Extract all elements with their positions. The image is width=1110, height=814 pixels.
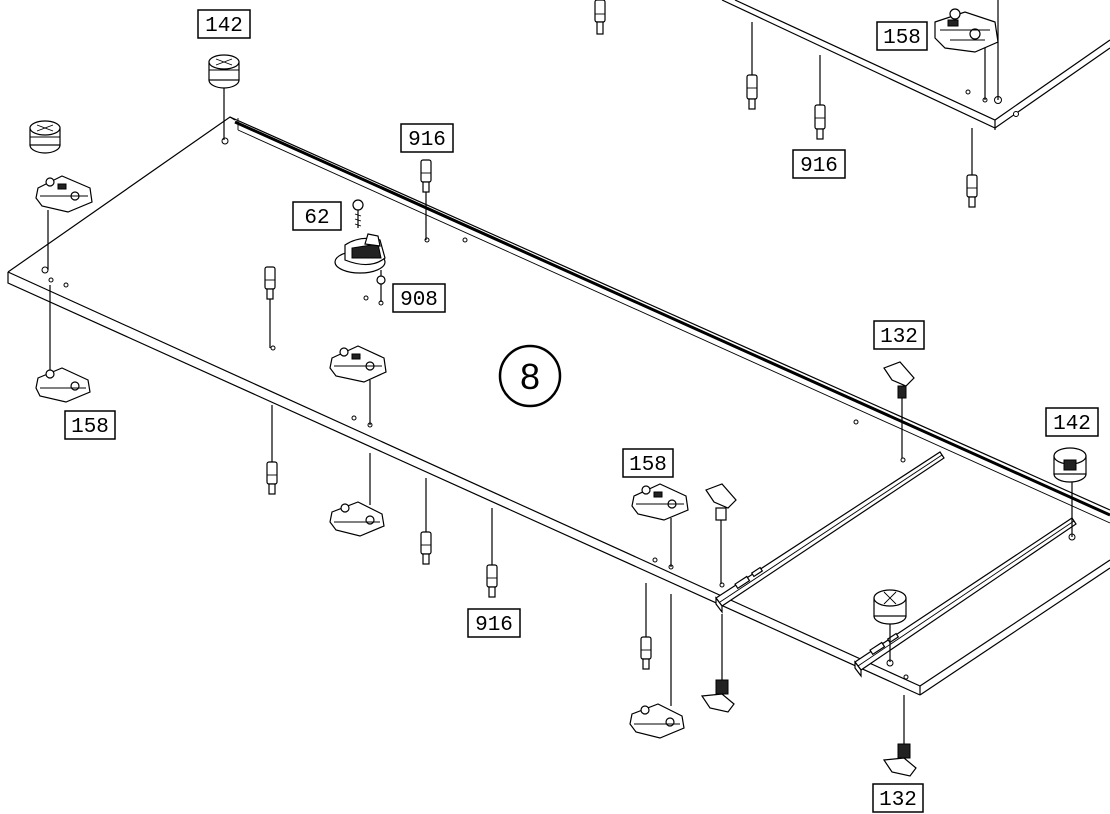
step-number-badge: 8 <box>498 344 562 408</box>
part-label-132-bottom: 132 <box>872 783 924 813</box>
holes <box>41 137 1076 680</box>
hinge-plate-158 <box>329 453 385 537</box>
part-label-62: 62 <box>292 201 342 231</box>
shelf-support-132 <box>705 483 737 584</box>
dowel-916 <box>640 583 652 670</box>
hinge-plate-158 <box>629 594 685 739</box>
hinge-plate-158 <box>631 483 689 567</box>
svg-text:62: 62 <box>304 207 329 230</box>
svg-text:158: 158 <box>629 454 667 477</box>
dowel-916 <box>420 159 432 240</box>
cam-lock-142 <box>1053 447 1087 537</box>
dowel-916 <box>486 508 498 598</box>
part-label-142-top: 142 <box>197 9 251 39</box>
part-label-916-upper: 916 <box>400 123 454 153</box>
svg-text:916: 916 <box>408 129 446 152</box>
drawer-runner <box>854 517 1077 678</box>
cam-lock-142 <box>29 120 61 154</box>
step-number: 8 <box>520 356 540 397</box>
screw-62 <box>352 199 364 228</box>
dowel-916 <box>264 266 276 348</box>
main-panel <box>7 116 1110 696</box>
shelf-support-132 <box>700 614 735 713</box>
drawer-runner <box>715 451 945 614</box>
svg-text:158: 158 <box>883 27 921 50</box>
svg-text:142: 142 <box>1053 413 1091 436</box>
svg-text:908: 908 <box>400 289 438 312</box>
upper-panel <box>721 0 1110 130</box>
svg-text:916: 916 <box>475 614 513 637</box>
part-label-158-left: 158 <box>64 410 116 440</box>
hinge-plate-158 <box>329 345 387 425</box>
hinge-plate-158 <box>934 0 999 100</box>
svg-text:132: 132 <box>879 789 917 812</box>
part-label-158-mid: 158 <box>622 448 674 478</box>
dowel-916 <box>814 55 826 140</box>
dowel-916 <box>420 478 432 565</box>
cam-lock-142 <box>208 54 240 140</box>
part-label-908: 908 <box>392 283 446 313</box>
svg-text:916: 916 <box>800 155 838 178</box>
dowel-916 <box>266 405 278 495</box>
dowel-916 <box>966 128 978 208</box>
part-label-916-lower: 916 <box>467 608 521 638</box>
shelf-support-132 <box>883 361 915 458</box>
part-label-916-right: 916 <box>792 149 846 179</box>
hinge-plate-158 <box>35 285 91 403</box>
cover-cap-908 <box>334 233 386 302</box>
svg-text:142: 142 <box>205 15 243 38</box>
hinge-plate-158 <box>35 175 93 270</box>
dowel-916 <box>594 0 606 35</box>
cam-lock-142 <box>873 589 907 662</box>
part-label-132-top: 132 <box>873 320 925 350</box>
part-label-158-top: 158 <box>876 21 928 51</box>
svg-text:158: 158 <box>71 416 109 439</box>
shelf-support-132 <box>882 695 917 777</box>
svg-text:132: 132 <box>880 326 918 349</box>
part-label-142-right: 142 <box>1045 407 1099 437</box>
dowel-916 <box>746 22 758 110</box>
